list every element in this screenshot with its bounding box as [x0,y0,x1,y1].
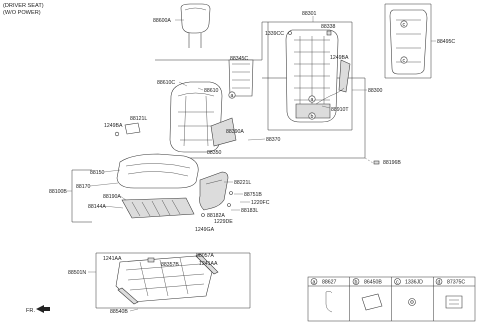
svg-text:1336JD: 1336JD [405,279,423,285]
label-1339cc: 1339CC [265,31,284,37]
svg-text:c: c [396,279,399,285]
label-1229de: 1229DE [214,219,233,225]
svg-text:88627: 88627 [322,279,337,285]
label-88540b: 88540B [110,309,128,315]
back-pad-part [228,59,254,97]
label-88610c: 88610C [157,80,175,86]
cushion-cover-part [116,153,199,189]
svg-text:a: a [231,93,234,99]
frame-group-box [267,21,353,131]
svg-text:a: a [313,279,316,285]
label-frame-assembly: 88301 [302,11,317,17]
label-88610: 88610 [204,88,219,94]
label-88144a: 88144A [88,204,106,210]
label-1241aa-a: 1241AA [103,256,122,262]
label-88057a: 88057A [196,253,214,259]
label-cushion-assembly: 88100B [49,189,67,195]
label-88345c: 88345C [230,56,248,62]
front-direction-label: FR. [26,308,35,314]
label-track-assembly: 88501N [68,270,86,276]
label-88190a: 88190A [103,194,121,200]
side-shield-part [199,171,229,211]
label-1249ba-left: 1249BA [104,123,123,129]
label-88390a: 88390A [226,129,244,135]
callout-a-frame: a [308,95,316,103]
svg-text:a: a [311,97,314,103]
svg-text:c: c [403,22,406,28]
legend-table [307,276,476,322]
back-cover-part [389,9,428,75]
front-arrow-icon [36,305,50,313]
legend-cell-d: d 87375C [435,278,465,309]
callout-b-frame: b [308,112,316,120]
recliner-lever-part [315,59,351,105]
legend-cell-b: b 86450B [352,278,382,311]
back-panel-part [210,117,237,147]
label-88370: 88370 [266,137,281,143]
label-88182a: 88182A [207,213,225,219]
cushion-bracket [71,169,92,223]
label-back-cover: 88495C [437,39,455,45]
headrest-part [180,3,211,48]
label-88196b: 88196B [383,160,401,166]
label-88150: 88150 [90,170,105,176]
legend-cell-a: a 88627 [310,278,337,313]
label-88751b: 88751B [244,192,262,198]
label-1241aa-b: 1241AA [199,261,218,267]
label-88338: 88338 [321,24,336,30]
label-1220fc: 1220FC [251,200,270,206]
label-1249ba-top: 1249BA [330,55,349,61]
cushion-pad-part [121,197,195,219]
svg-text:d: d [438,279,441,285]
label-headrest: 88600A [153,18,171,24]
callout-a-pad: a [228,91,236,99]
back-cover-box [384,3,432,79]
label-back-assembly: 88300 [368,88,383,94]
svg-text:b: b [355,279,358,285]
track-group-box [95,252,251,309]
bolt-88196b-part [373,160,380,165]
label-88183l: 88183L [241,208,258,214]
legend-cell-c: c 1336JD [394,278,423,306]
label-88357b: 88357B [161,262,179,268]
label-1249ga: 1249GA [195,227,215,233]
label-88910t: 88910T [331,107,349,113]
diagram-header-power: (W/O POWER) [3,10,41,16]
callout-c-cover: c [400,20,408,28]
svg-text:87375C: 87375C [447,279,465,285]
svg-text:b: b [311,114,314,120]
side-shield-small-part [114,122,141,137]
seat-back-frame-part [285,29,339,123]
diagram-header-seat: (DRIVER SEAT) [3,3,44,9]
seat-track-part [115,253,219,305]
label-88350: 88350 [207,150,222,156]
label-88170: 88170 [76,184,91,190]
label-88221l: 88221L [234,180,251,186]
callout-c-cover-2: c [400,56,408,64]
svg-text:c: c [403,58,406,64]
svg-text:86450B: 86450B [364,279,382,285]
label-88121l: 88121L [130,116,147,122]
